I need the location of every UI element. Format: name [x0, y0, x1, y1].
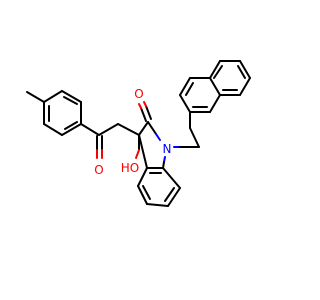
- naphthyl-bond: [239, 60, 251, 79]
- benzo-bond: [162, 167, 181, 189]
- naphthyl-bond: [179, 94, 191, 113]
- benzo-bond: [167, 187, 181, 207]
- carbonyl-ch2-bond: [98, 123, 119, 136]
- c3-hydroxyl-bond: [135, 149, 140, 159]
- ch2-c3-bond: [117, 123, 140, 136]
- c2-n-bond: [155, 133, 161, 141]
- c3-c2-bond: [138, 121, 149, 136]
- tolyl-double-bond: [63, 96, 78, 105]
- benzo-double-bond: [164, 187, 175, 202]
- naphthyl-bond: [209, 60, 221, 79]
- naphthalene-ring-a: [179, 77, 221, 113]
- tolyl-bond: [61, 123, 82, 136]
- tolyl-bond: [61, 90, 82, 103]
- benzo-double-bond: [142, 185, 151, 200]
- benzo-bond: [146, 203, 169, 207]
- ketone-oxygen-label: O: [94, 163, 103, 177]
- tolyl-ring: [43, 90, 82, 136]
- naphthyl-double-bond: [237, 65, 246, 79]
- tolyl-bond: [43, 123, 63, 136]
- naphthyl-double-bond: [185, 82, 194, 96]
- ch2-naphthyl-bond: [189, 127, 200, 148]
- lactam-double-bond: [145, 105, 152, 120]
- naphthyl-bond: [209, 94, 221, 113]
- aryl-carbonyl-bond: [80, 123, 100, 136]
- benzo-ring: [137, 167, 181, 207]
- lactam-double-bond: [138, 103, 142, 109]
- naphthyl-bond: [179, 77, 191, 96]
- naphthyl-double-bond: [213, 65, 223, 79]
- indolinone-five-ring: [138, 121, 166, 169]
- benzo-bond: [137, 167, 148, 187]
- nitrogen-label: N: [163, 142, 172, 156]
- naphthyl-bond: [239, 77, 251, 96]
- n-c7a-bond: [162, 161, 165, 169]
- molecule-structure-diagram: O HO O N: [26, 60, 251, 207]
- hydroxyl-label: HO: [121, 161, 139, 175]
- tolyl-double-bond: [64, 121, 78, 130]
- benzo-bond: [137, 185, 148, 205]
- naphthalene-ring-b: [209, 60, 251, 96]
- c3-c3a-bond: [138, 134, 148, 169]
- c2-n-bond: [147, 121, 157, 135]
- tolyl-bond: [43, 90, 63, 103]
- lactam-double-bond: [140, 107, 147, 122]
- lactam-double-bond: [143, 101, 147, 107]
- lactam-oxygen-label: O: [134, 87, 143, 101]
- naphthyl-bond: [209, 77, 221, 96]
- methyl-bond: [26, 91, 45, 103]
